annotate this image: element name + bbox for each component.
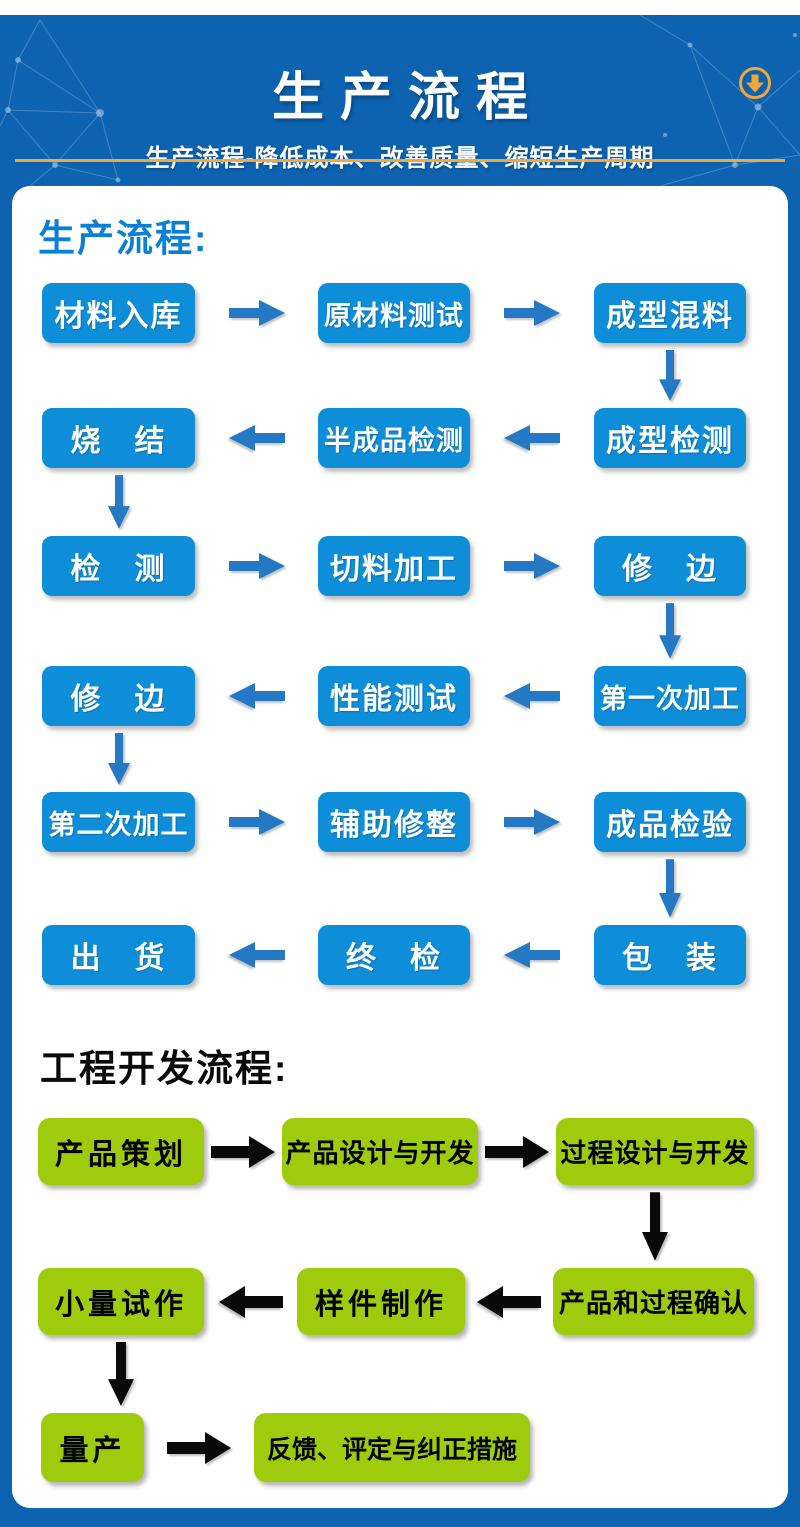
arrow-down-icon — [657, 348, 683, 403]
flow-box: 辅助修整 — [318, 792, 470, 852]
flow-box: 产品设计与开发 — [282, 1118, 478, 1185]
flow-box: 小量试作 — [38, 1268, 204, 1335]
flow-box: 包 装 — [594, 925, 746, 985]
arrow-down-icon — [638, 1190, 672, 1263]
flow-box: 成品检验 — [594, 792, 746, 852]
flow-box: 反馈、评定与纠正措施 — [254, 1413, 530, 1482]
arrow-down-icon — [657, 857, 683, 920]
flow-box: 产品和过程确认 — [553, 1268, 754, 1335]
flow-box: 材料入库 — [42, 283, 195, 343]
content-panel: 生产流程: 材料入库原材料测试成型混料烧 结半成品检测成型检测检 测切料加工修 … — [12, 186, 788, 1508]
flow-box: 性能测试 — [318, 666, 470, 726]
arrow-left-icon — [502, 680, 562, 712]
flow-box: 量产 — [41, 1413, 144, 1482]
engineering-flow-heading: 工程开发流程: — [40, 1048, 289, 1089]
arrow-right-icon — [209, 1132, 277, 1172]
arrow-down-icon — [106, 731, 132, 787]
scroll-down-icon[interactable] — [738, 66, 772, 100]
flow-box: 产品策划 — [38, 1118, 204, 1185]
arrow-right-icon — [165, 1428, 233, 1468]
arrow-right-icon — [502, 550, 562, 582]
arrow-down-icon — [657, 601, 683, 661]
flow-box: 修 边 — [594, 536, 746, 596]
page-title: 生产流程 — [271, 69, 544, 127]
arrow-down-icon — [106, 473, 132, 531]
production-flow-heading: 生产流程: — [38, 218, 209, 259]
arrow-left-icon — [227, 422, 287, 454]
page-subtitle: 生产流程-降低成本、改善质量、缩短生产周期 — [0, 138, 800, 173]
arrow-right-icon — [227, 297, 287, 329]
gold-divider — [15, 159, 785, 162]
arrow-left-icon — [217, 1282, 285, 1322]
flow-box: 终 检 — [318, 925, 470, 985]
flow-box: 出 货 — [42, 925, 195, 985]
arrow-left-icon — [502, 422, 562, 454]
network-pattern-decoration — [0, 15, 800, 186]
arrow-right-icon — [502, 297, 562, 329]
flow-box: 样件制作 — [297, 1268, 465, 1335]
arrow-right-icon — [227, 550, 287, 582]
flow-box: 过程设计与开发 — [556, 1118, 754, 1185]
flow-box: 烧 结 — [42, 408, 195, 468]
arrow-left-icon — [227, 939, 287, 971]
flow-box: 切料加工 — [318, 536, 470, 596]
flow-box: 第二次加工 — [42, 792, 195, 852]
flow-box: 半成品检测 — [318, 408, 470, 468]
flow-box: 成型混料 — [594, 283, 746, 343]
page-header: 生产流程 生产流程-降低成本、改善质量、缩短生产周期 — [0, 15, 800, 186]
flow-box: 第一次加工 — [594, 666, 746, 726]
flow-box: 检 测 — [42, 536, 195, 596]
arrow-right-icon — [483, 1132, 551, 1172]
arrow-left-icon — [475, 1282, 543, 1322]
arrow-right-icon — [227, 806, 287, 838]
flow-box: 原材料测试 — [318, 283, 470, 343]
arrow-left-icon — [502, 939, 562, 971]
flow-box: 成型检测 — [594, 408, 746, 468]
arrow-left-icon — [227, 680, 287, 712]
arrow-down-icon — [104, 1340, 138, 1408]
arrow-right-icon — [502, 806, 562, 838]
flow-box: 修 边 — [42, 666, 195, 726]
